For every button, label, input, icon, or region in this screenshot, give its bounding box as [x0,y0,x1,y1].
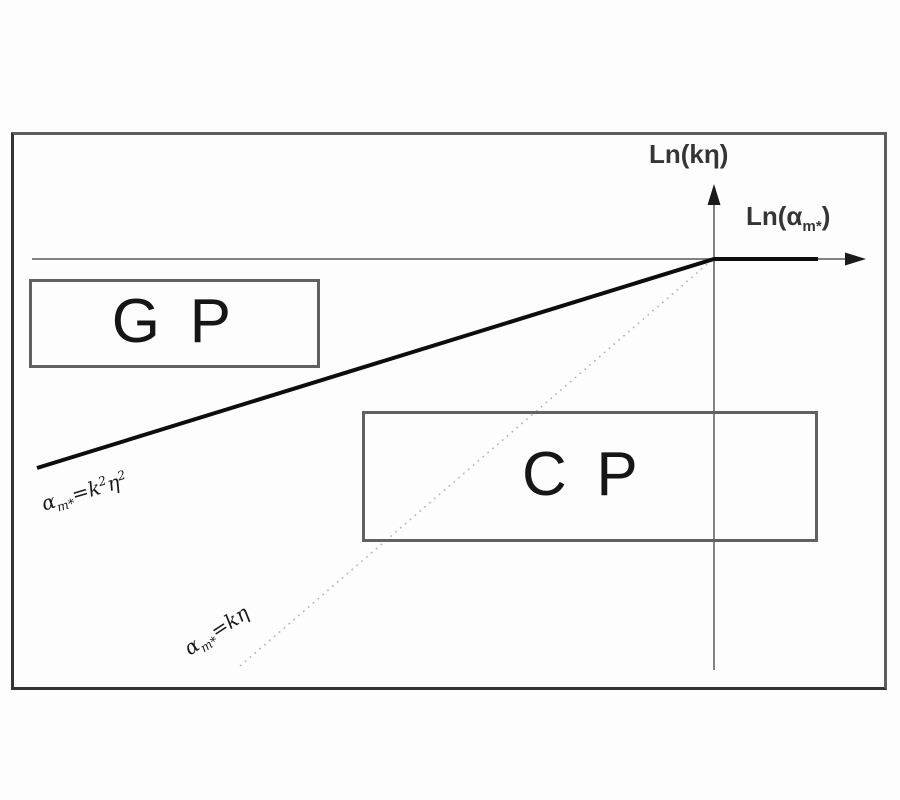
gp-region-label: G P [111,286,238,356]
x-axis-label-pre: Ln(α [746,201,803,231]
x-axis-label-subscript: m* [802,218,822,236]
x-axis-label: Ln(αm*) [746,201,831,235]
plot-frame [11,132,887,690]
cp-region-label: C P [522,439,644,509]
y-axis-label: Ln(kη) [649,140,728,169]
y-axis-label-text: Ln(kη) [649,139,729,169]
gp-region-box: G P [29,279,320,368]
x-axis-label-post: ) [821,201,831,231]
cp-region-box: C P [362,411,818,542]
